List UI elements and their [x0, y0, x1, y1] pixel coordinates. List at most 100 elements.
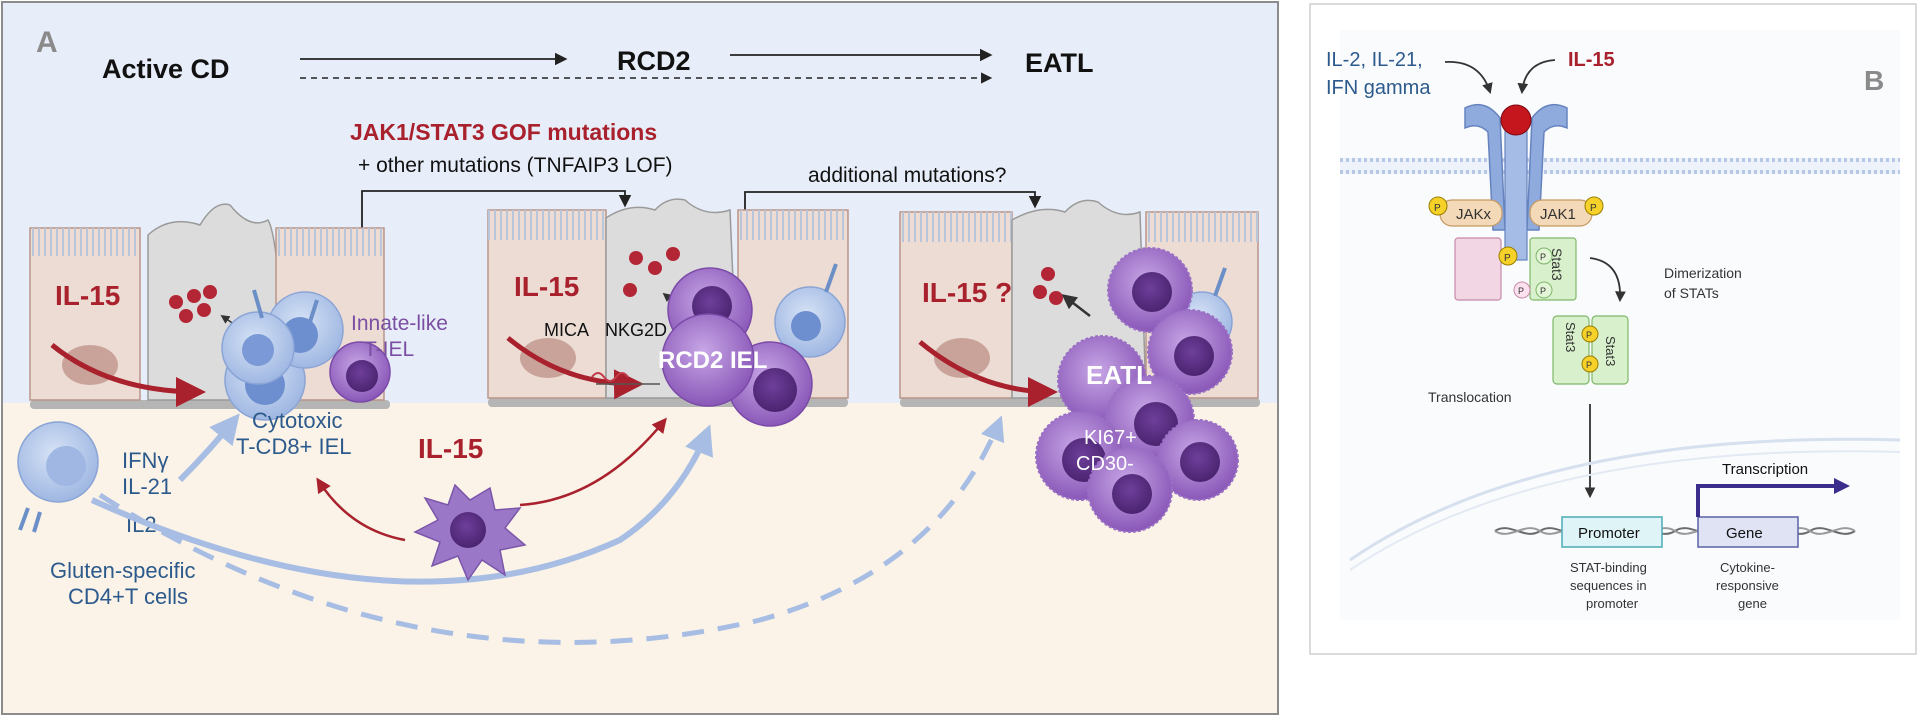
mutation-branch-arrow	[361, 190, 632, 262]
phospho-p: P	[1586, 330, 1592, 340]
dc-to-rcd2-il15-arrow	[519, 417, 667, 507]
jakx-label: JAKx	[1456, 206, 1492, 223]
innate-like-label: Innate-like	[351, 312, 448, 335]
epithelium-active-cd: IL-15 Innate-like T-IEL	[29, 203, 448, 421]
cd4-to-rcd2-arrow	[90, 424, 714, 585]
microvilli	[276, 228, 384, 256]
phospho-marker	[1581, 355, 1599, 373]
jak1-label: JAK1	[1540, 206, 1576, 223]
tcr-receptor	[308, 299, 319, 323]
epithelium-eatl: EATL KI67+ CD30- IL-15 ?	[899, 199, 1259, 533]
granule	[629, 251, 643, 265]
promoter-box	[1561, 516, 1663, 548]
il15-ligand	[1500, 104, 1532, 136]
granule	[666, 247, 680, 261]
phospho-p: P	[1540, 252, 1546, 262]
phospho-marker-pink	[1513, 281, 1531, 299]
cytokine-arrow	[1444, 61, 1493, 95]
nkg2d-label: NKG2D	[605, 320, 667, 340]
gene-label: Gene	[1726, 525, 1763, 542]
dimerization-arrow	[1589, 257, 1626, 303]
dimerization-label: Dimerization	[1664, 265, 1742, 281]
t-iel-label: T-IEL	[364, 338, 414, 361]
granule	[1041, 267, 1055, 281]
il15-label-rcd2: IL-15	[514, 271, 579, 302]
phospho-marker-green	[1535, 281, 1553, 299]
cd4-t-cells-label: CD4+T cells	[68, 584, 188, 609]
mutation-other-label: + other mutations (TNFAIP3 LOF)	[358, 154, 673, 177]
cell-membrane	[1340, 158, 1900, 174]
panel-a: A Active CD RCD2 EATL JAK1/STAT3 GOF mut…	[1, 1, 1279, 715]
rcd2-nucleus	[753, 368, 797, 412]
panel-b-letter: B	[1864, 65, 1884, 96]
cd4-nucleus	[46, 446, 86, 486]
receptor-chain-left	[1464, 103, 1506, 231]
nuclear-envelope	[1349, 437, 1901, 562]
iel-nucleus	[791, 311, 821, 341]
phospho-p: P	[1590, 203, 1597, 214]
translocation-label: Translocation	[1428, 389, 1512, 405]
eatl-nucleus	[1174, 336, 1214, 376]
stat3-dimer-label-right: Stat3	[1603, 336, 1618, 366]
innate-like-nucleus	[346, 360, 378, 392]
eatl-nucleus	[1112, 474, 1152, 514]
phospho-p: P	[1586, 360, 1592, 370]
cytokine-gene-label-2: responsive	[1716, 578, 1779, 593]
granule	[648, 261, 662, 275]
stat3-dimer-left	[1552, 315, 1590, 385]
stage-active-cd: Active CD	[102, 54, 230, 84]
stat-pink	[1454, 237, 1502, 301]
microvilli	[488, 210, 606, 240]
il15-label-active: IL-15	[55, 280, 120, 311]
il21-label: IL-21	[122, 474, 172, 499]
stat3-label: Stat3	[1549, 248, 1565, 281]
mica-nkg2d-interaction	[591, 372, 629, 382]
transcription-arrowhead	[1834, 478, 1850, 494]
ki67-label: KI67+	[1084, 427, 1137, 449]
granule	[179, 309, 193, 323]
granule	[169, 295, 183, 309]
il15-arrow-b	[1517, 59, 1556, 95]
cytokine-gene-label-1: Cytokine-	[1720, 560, 1775, 575]
phospho-marker-green	[1535, 247, 1553, 265]
cytotoxic-arrow	[1061, 294, 1091, 317]
granule	[203, 285, 217, 299]
stat-binding-label-2: sequences in	[1570, 578, 1647, 593]
rcd2-iel-cell-main	[661, 313, 755, 407]
eatl-nucleus	[1132, 272, 1172, 312]
cd4-to-eatl-dashed-arrow	[98, 415, 1005, 645]
granule	[1033, 285, 1047, 299]
il15-label-b: IL-15	[1568, 49, 1615, 71]
transcription-label: Transcription	[1722, 461, 1808, 478]
stat3-dimer-right	[1591, 315, 1629, 385]
microvilli	[900, 212, 1012, 242]
cytokines-label: IL-2, IL-21,	[1326, 49, 1423, 71]
additional-mutations-label: additional mutations?	[808, 164, 1006, 187]
phospho-p: P	[1434, 203, 1441, 214]
il15-arrow-active	[50, 343, 206, 407]
receptor-chain-right	[1526, 103, 1568, 231]
eatl-cell-label: EATL	[1086, 360, 1152, 390]
nuclear-envelope-inner	[1349, 450, 1901, 571]
microvilli	[30, 228, 140, 256]
phospho-marker	[1498, 246, 1518, 266]
cd30-label: CD30-	[1076, 453, 1134, 475]
gluten-specific-label: Gluten-specific	[50, 558, 196, 583]
rcd2-iel-label: RCD2 IEL	[658, 347, 767, 374]
il15-label-eatl: IL-15 ?	[922, 277, 1012, 308]
phospho-marker	[1584, 196, 1604, 216]
stat-binding-label-1: STAT-binding	[1570, 560, 1647, 575]
tcr-receptor	[824, 263, 838, 293]
ifn-gamma-label: IFN gamma	[1326, 77, 1431, 99]
mutation-gof-label: JAK1/STAT3 GOF mutations	[350, 119, 657, 145]
panel-b: B IL-2, IL-21, IFN gamma IL-15 JAKx JAK1…	[1309, 3, 1917, 655]
cytokine-gene-label-3: gene	[1738, 596, 1767, 611]
mica-label: MICA	[544, 320, 589, 340]
il15-label-lamina: IL-15	[418, 433, 483, 464]
granule	[187, 289, 201, 303]
cd8-nucleus	[242, 334, 274, 366]
cytotoxic-label: Cytotoxic	[252, 408, 342, 433]
tcr-receptor	[1213, 267, 1227, 297]
granule	[197, 303, 211, 317]
